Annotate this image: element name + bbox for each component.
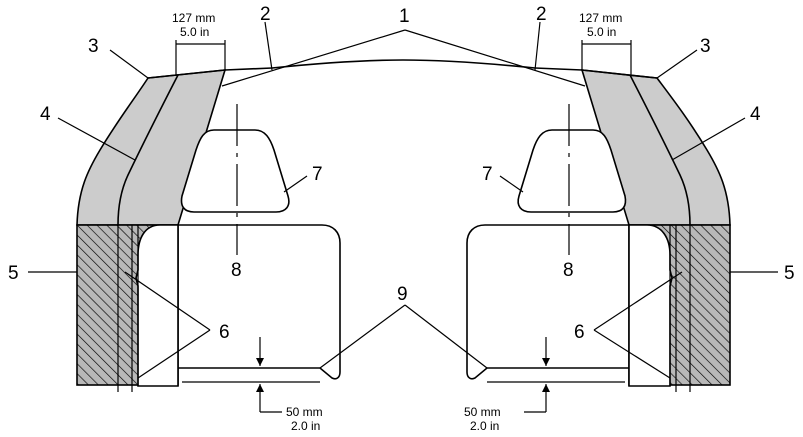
dim-bottom-left-mm: 50 mm	[286, 405, 323, 419]
callout-5-right: 5	[784, 263, 795, 284]
dimension-labels: 127 mm 5.0 in 127 mm 5.0 in 50 mm 2.0 in…	[172, 11, 622, 433]
dim-top-left-mm: 127 mm	[172, 11, 215, 25]
callout-5-left: 5	[8, 263, 19, 284]
right-headrest	[517, 129, 627, 213]
callout-6-left: 6	[219, 322, 230, 343]
left-assembly	[76, 67, 341, 392]
callout-6-right: 6	[574, 322, 585, 343]
dim-bottom-right-mm: 50 mm	[464, 405, 501, 419]
callout-3-right: 3	[700, 36, 711, 57]
callout-2-left: 2	[260, 4, 271, 25]
dim-top-left-in: 5.0 in	[180, 25, 209, 39]
callout-4-right: 4	[750, 104, 761, 125]
callout-3-left: 3	[88, 36, 99, 57]
left-cutout-curve	[135, 224, 179, 387]
dimension-lines	[175, 40, 632, 413]
callout-7-left: 7	[312, 164, 323, 185]
left-seat-outline	[178, 224, 341, 380]
right-cutout-curve	[628, 224, 673, 387]
right-gray-seam	[629, 74, 691, 226]
dim-bottom-left-in: 2.0 in	[291, 419, 320, 433]
dim-top-right-in: 5.0 in	[587, 25, 616, 39]
left-headrest	[180, 129, 290, 213]
left-gray-seam	[117, 74, 179, 226]
roof-center-line	[271, 59, 536, 69]
callout-1: 1	[399, 6, 410, 27]
callout-7-right: 7	[482, 164, 493, 185]
right-seat-outline	[466, 224, 629, 380]
callout-leaders	[28, 21, 778, 379]
right-assembly	[466, 67, 731, 392]
callout-8-left: 8	[231, 260, 242, 281]
callout-labels: 1 2 2 3 3 4 4 5 5 6 6 7 7 8 8 9	[8, 4, 795, 343]
callout-9: 9	[397, 284, 408, 305]
callout-4-left: 4	[40, 104, 51, 125]
callout-8-right: 8	[563, 260, 574, 281]
dim-top-right-mm: 127 mm	[579, 11, 622, 25]
dim-bottom-right-in: 2.0 in	[470, 419, 499, 433]
callout-2-right: 2	[536, 4, 547, 25]
